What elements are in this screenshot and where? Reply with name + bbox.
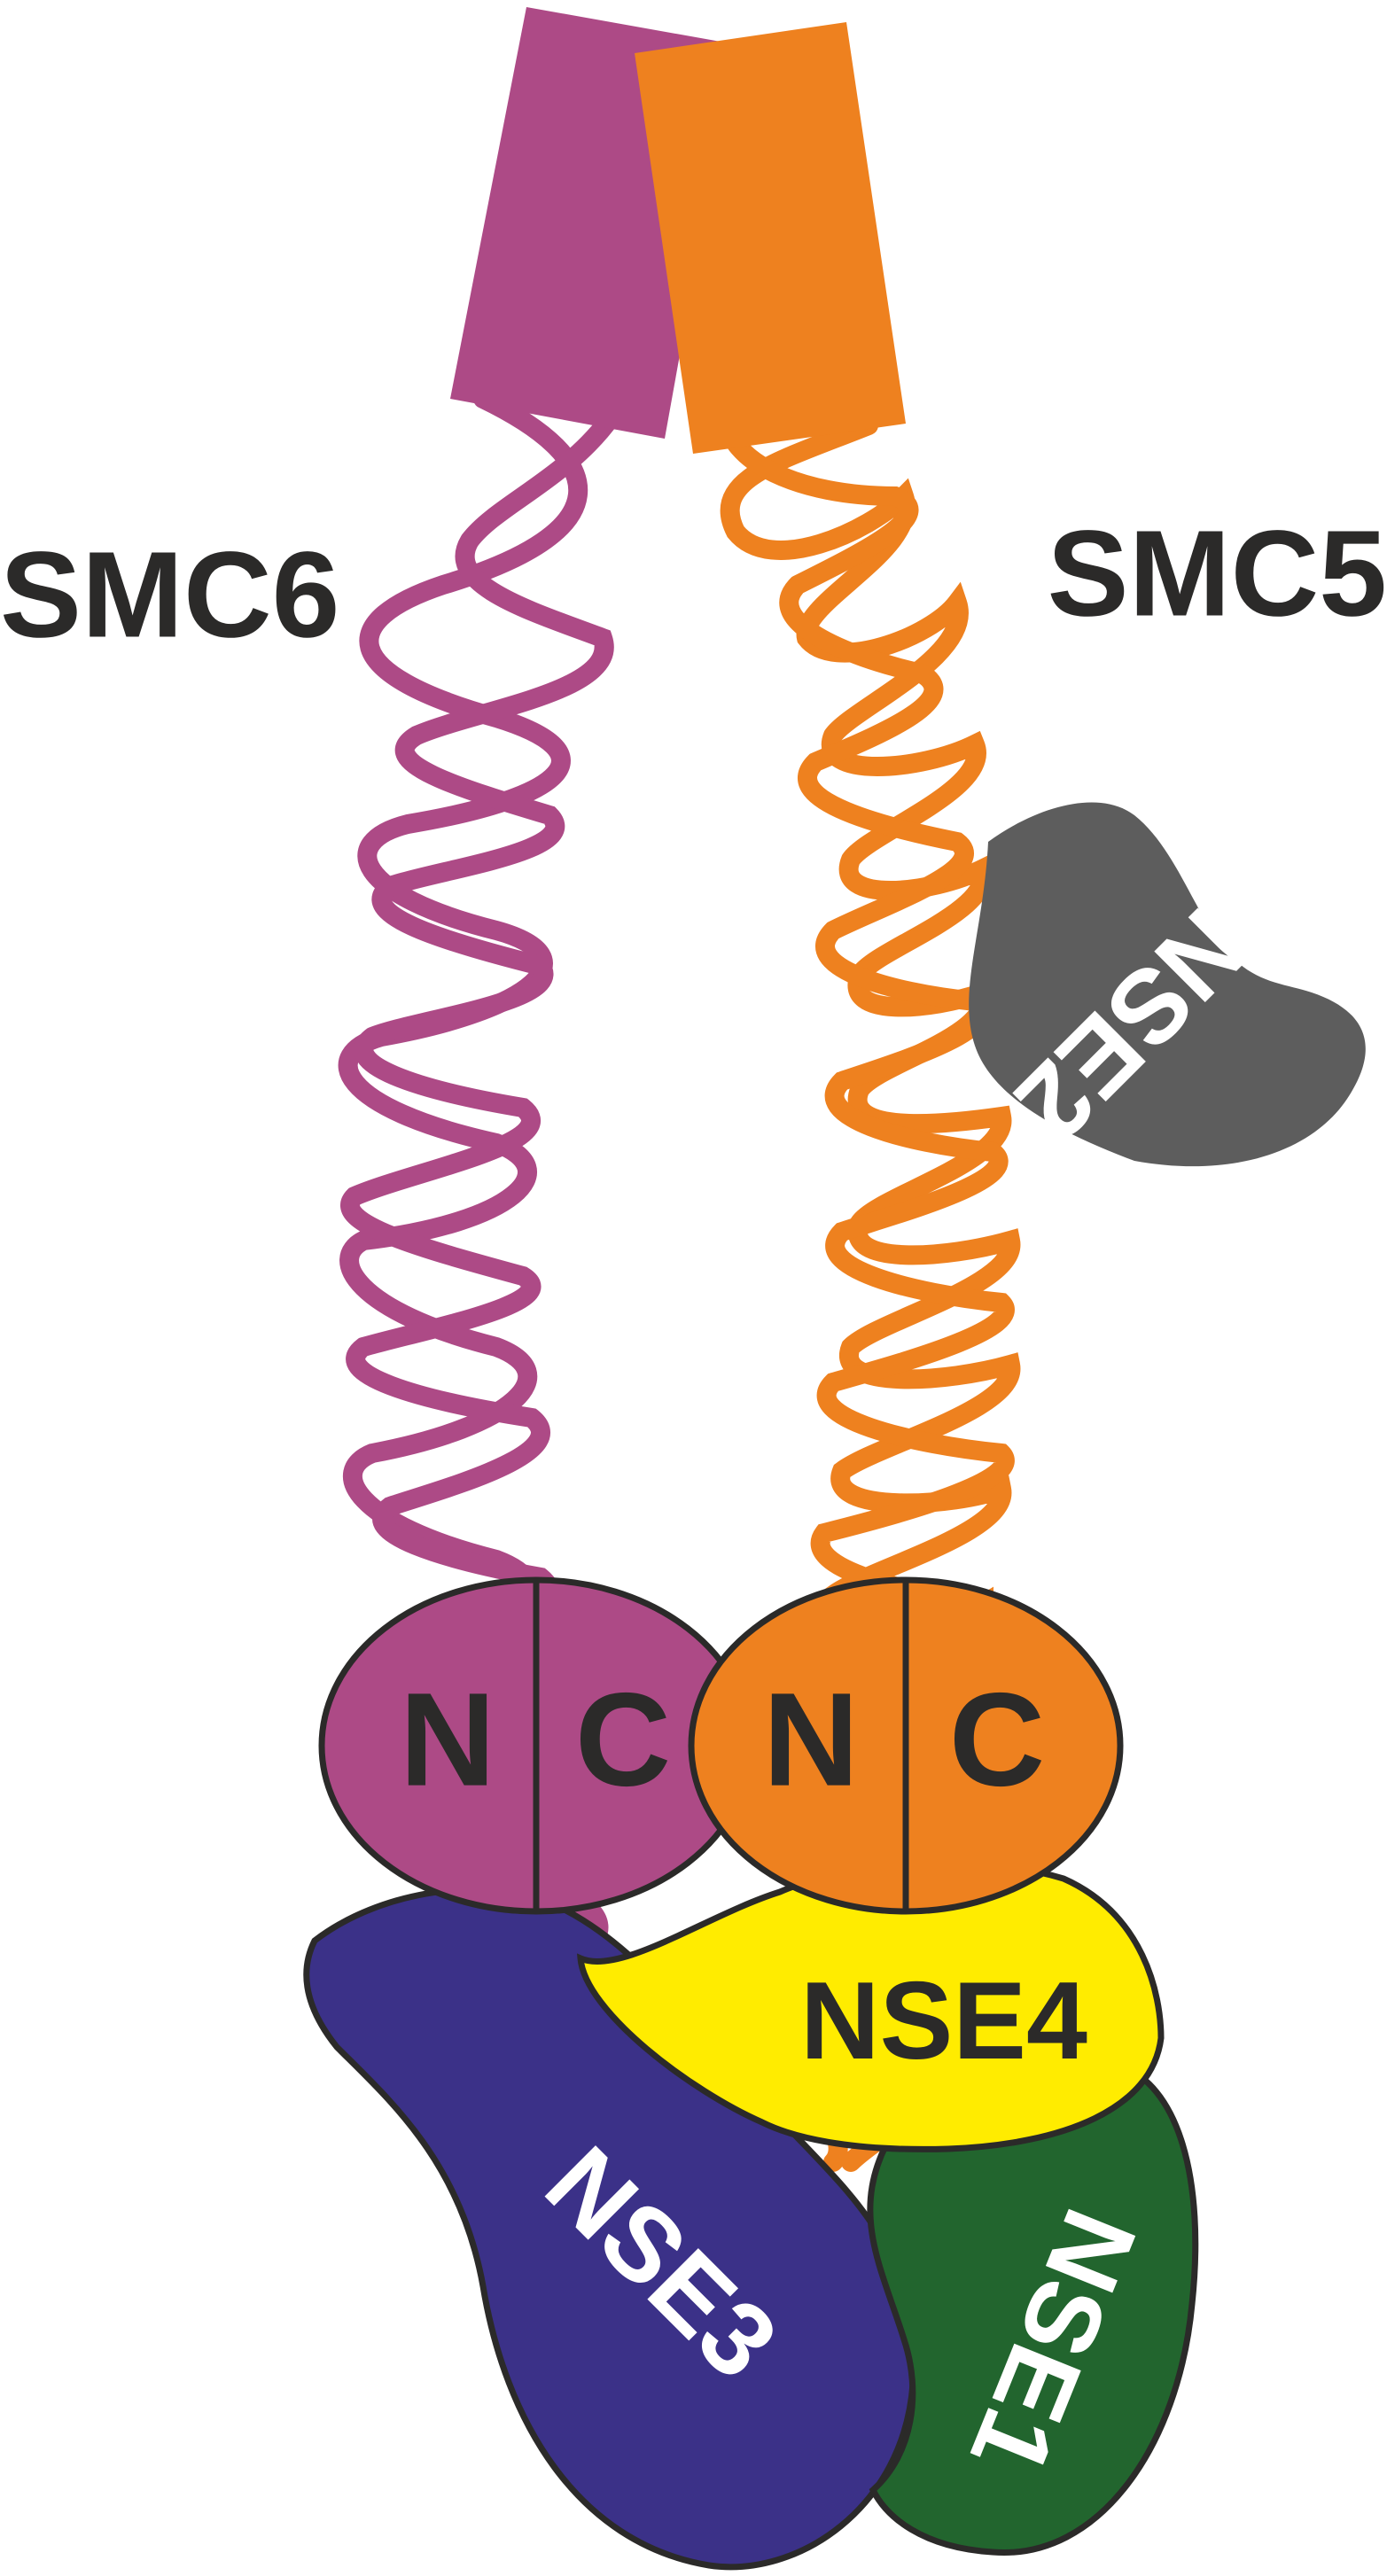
nse3-subunit: NSE3 bbox=[303, 1886, 917, 2571]
nse2-body bbox=[969, 802, 1366, 1167]
smc5-hinge bbox=[635, 22, 906, 454]
smc6-c-terminus-label: C bbox=[575, 1665, 671, 1814]
smc6-label: SMC6 bbox=[0, 526, 339, 663]
nse4-subunit: NSE4 bbox=[577, 1859, 1165, 2152]
smc5-label: SMC5 bbox=[1048, 505, 1387, 642]
nse1-subunit: NSE1 bbox=[867, 2061, 1199, 2556]
smc5-c-terminus-label: C bbox=[949, 1665, 1045, 1814]
nse4-body bbox=[577, 1859, 1165, 2152]
smc5-n-terminus-label: N bbox=[763, 1665, 859, 1814]
smc6-n-terminus-label: N bbox=[400, 1665, 495, 1814]
smc5-head-domain: N C bbox=[688, 1576, 1124, 1915]
nse2-subunit: NSE2 bbox=[969, 802, 1366, 1167]
smc6-head-domain: N C bbox=[318, 1576, 754, 1915]
smc5-hinge-block bbox=[635, 22, 906, 454]
nse3-body bbox=[303, 1886, 917, 2571]
nse4-label: NSE4 bbox=[800, 1960, 1087, 2082]
